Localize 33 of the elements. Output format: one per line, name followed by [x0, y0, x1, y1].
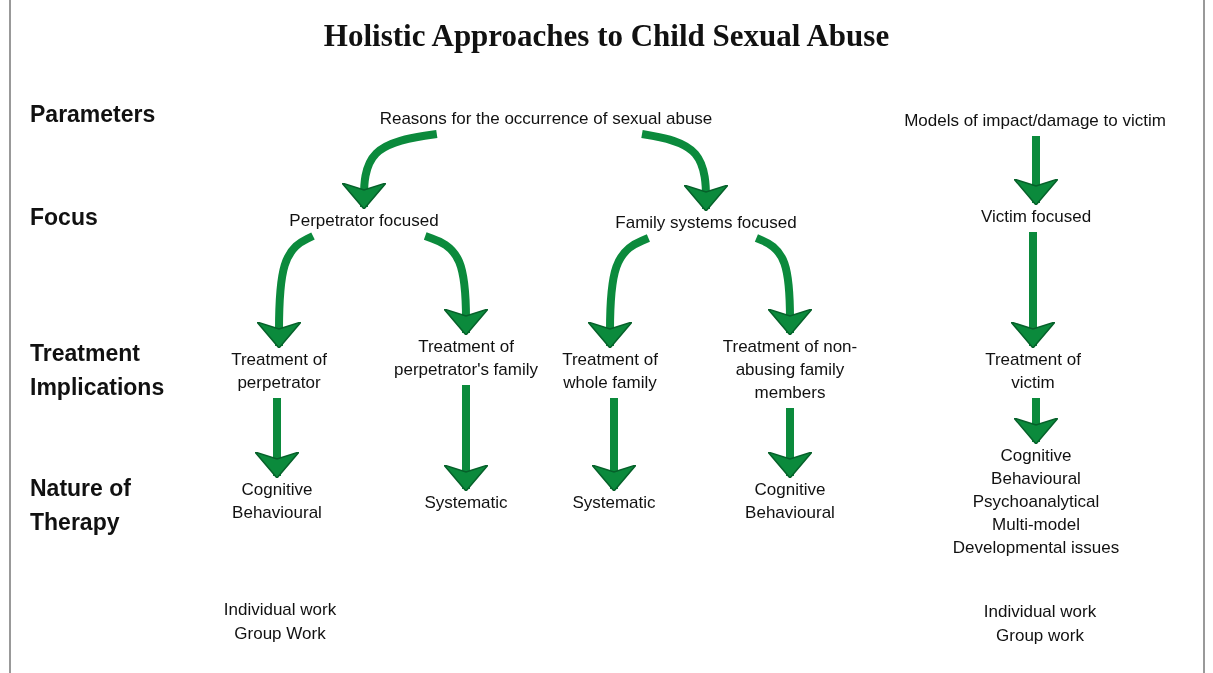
node-text: Treatment of perpetrator	[230, 349, 328, 394]
node-text: Systematic	[571, 492, 657, 514]
arrow	[423, 232, 489, 336]
node-text: Treatment of perpetrator's family	[393, 336, 539, 381]
node-text: Treatment of whole family	[561, 349, 659, 394]
node-text: Developmental issues	[951, 537, 1121, 559]
node-text: Psychoanalytical	[971, 491, 1101, 513]
node-text: Treatment of victim	[984, 349, 1082, 394]
arrow	[256, 232, 315, 349]
row-heading: Nature of Therapy	[30, 474, 132, 537]
node-text: Models of impact/damage to victim	[903, 110, 1167, 132]
arrow	[587, 234, 650, 349]
work-type-label: Group work	[995, 625, 1085, 647]
arrow	[641, 130, 729, 212]
node-text: Cognitive Behavioural	[231, 479, 323, 524]
node-text: Behavioural	[990, 468, 1082, 490]
node-text: Multi-model	[991, 514, 1081, 536]
node-text: Treatment of non-abusing family members	[721, 336, 859, 404]
row-heading: Parameters	[30, 100, 157, 129]
work-type-label: Individual work	[982, 601, 1098, 623]
work-type-label: Group Work	[233, 623, 327, 645]
row-heading: Treatment Implications	[30, 339, 166, 402]
node-text: Reasons for the occurrence of sexual abuse	[378, 108, 714, 130]
row-heading: Focus	[30, 203, 99, 232]
node-text: Victim focused	[979, 206, 1093, 228]
node-text: Cognitive Behavioural	[744, 479, 836, 524]
diagram-title: Holistic Approaches to Child Sexual Abuse	[322, 18, 891, 54]
work-type-label: Individual work	[222, 599, 338, 621]
arrow	[341, 130, 438, 210]
node-text: Perpetrator focused	[288, 210, 440, 232]
node-text: Cognitive	[999, 445, 1073, 467]
node-text: Family systems focused	[614, 212, 798, 234]
node-text: Systematic	[423, 492, 509, 514]
